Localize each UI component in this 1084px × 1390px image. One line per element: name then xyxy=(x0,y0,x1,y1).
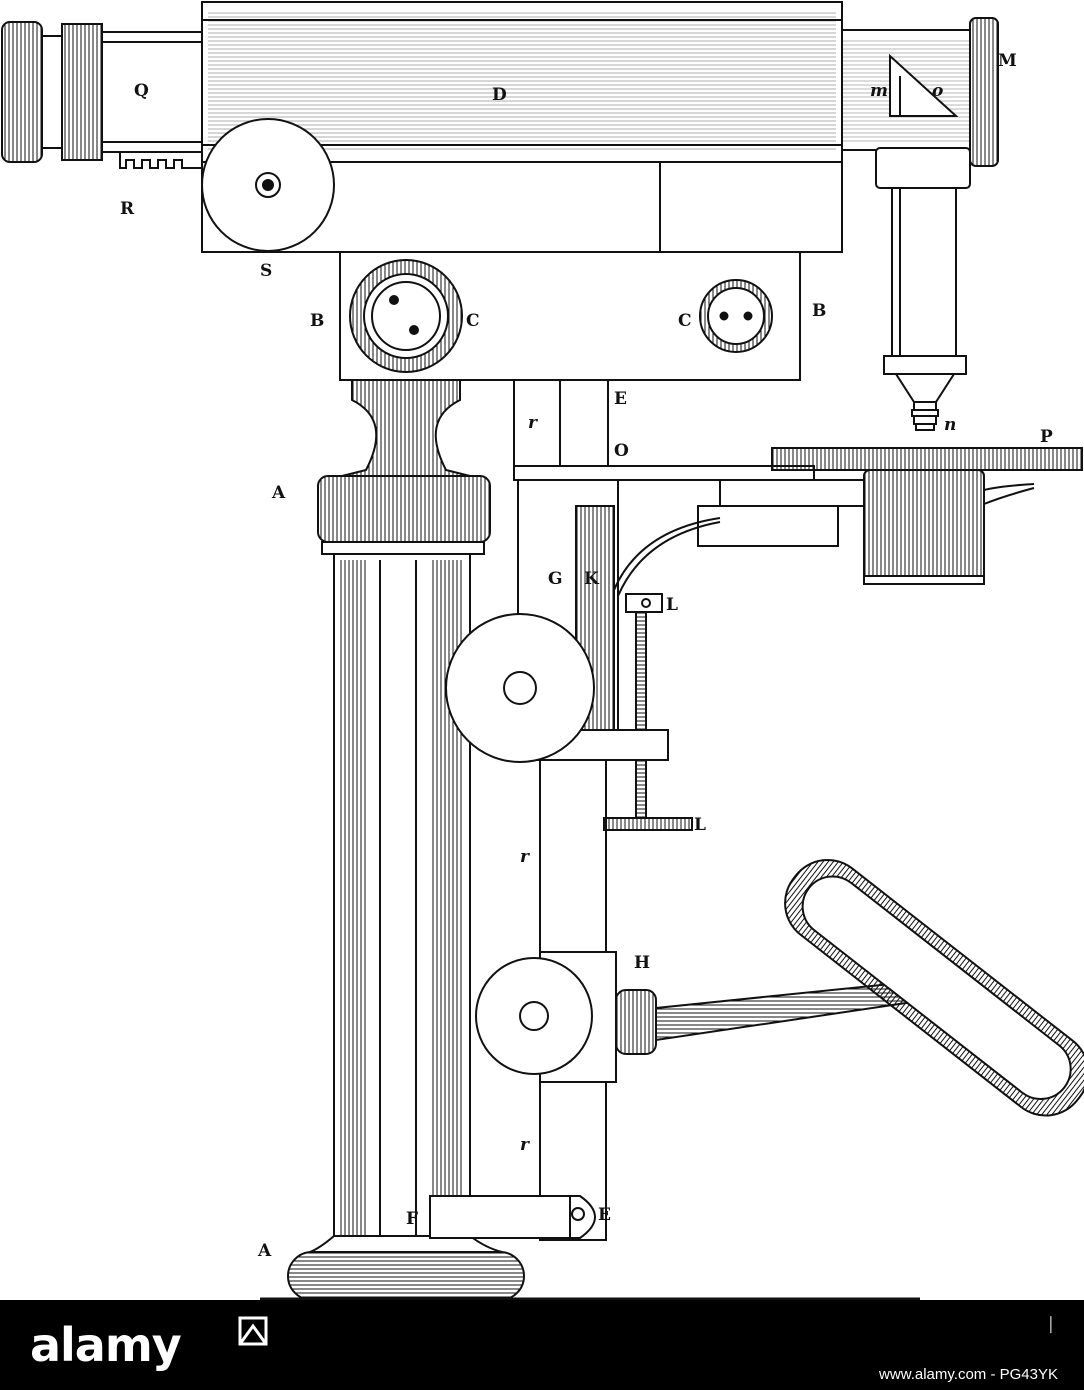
body-tube-d xyxy=(201,1,843,253)
rack-r xyxy=(119,152,203,169)
label-r-lower: r xyxy=(520,1135,530,1155)
label-l-upper: L xyxy=(666,595,678,615)
column-knob xyxy=(317,379,491,555)
clamp-fe xyxy=(429,1195,596,1239)
stage-p xyxy=(513,447,1083,585)
label-o-prism: o xyxy=(932,81,943,101)
side-tube xyxy=(875,147,971,431)
watermark-footer: alamy │ www.alamy.com - PG43YK xyxy=(0,1300,1084,1390)
label-b-left: B xyxy=(310,311,324,331)
label-f: F xyxy=(406,1209,418,1229)
label-m: M xyxy=(998,51,1017,71)
label-c-left: C xyxy=(466,311,480,331)
coarse-wheel xyxy=(445,613,595,763)
label-r-upper: r xyxy=(528,413,538,433)
milled-head-s xyxy=(201,118,335,252)
label-a-upper: A xyxy=(271,483,286,503)
label-e-upper: E xyxy=(614,389,627,409)
label-q: Q xyxy=(134,81,149,101)
label-p: P xyxy=(1040,427,1053,447)
label-e-lower: E xyxy=(598,1205,611,1225)
microscope-illustration: Q D M m o R S B C C B r E O n P A G K L … xyxy=(0,0,1084,1301)
label-r: R xyxy=(120,199,135,219)
footer-divider-icon: │ xyxy=(1047,1316,1056,1332)
eyepiece-q xyxy=(1,21,203,163)
stock-id: www.alamy.com - PG43YK xyxy=(879,1366,1058,1383)
label-a-lower: A xyxy=(257,1241,272,1261)
label-g: G xyxy=(548,569,563,589)
prism-tube xyxy=(841,17,999,167)
label-n: n xyxy=(944,415,956,435)
alamy-logo-icon xyxy=(238,1316,268,1346)
column-a xyxy=(287,553,525,1301)
mirror-h xyxy=(475,858,1084,1117)
label-r-middle: r xyxy=(520,847,530,867)
label-k: K xyxy=(584,569,600,589)
alamy-logo: alamy xyxy=(30,1318,182,1372)
label-s: S xyxy=(260,261,272,281)
label-d: D xyxy=(492,85,507,105)
label-l-lower: L xyxy=(694,815,706,835)
label-o: O xyxy=(614,441,629,461)
label-h: H xyxy=(634,953,650,973)
label-m-small: m xyxy=(870,81,888,101)
label-c-right: C xyxy=(678,311,692,331)
pivot-block-b xyxy=(339,251,801,381)
label-b-right: B xyxy=(812,301,826,321)
